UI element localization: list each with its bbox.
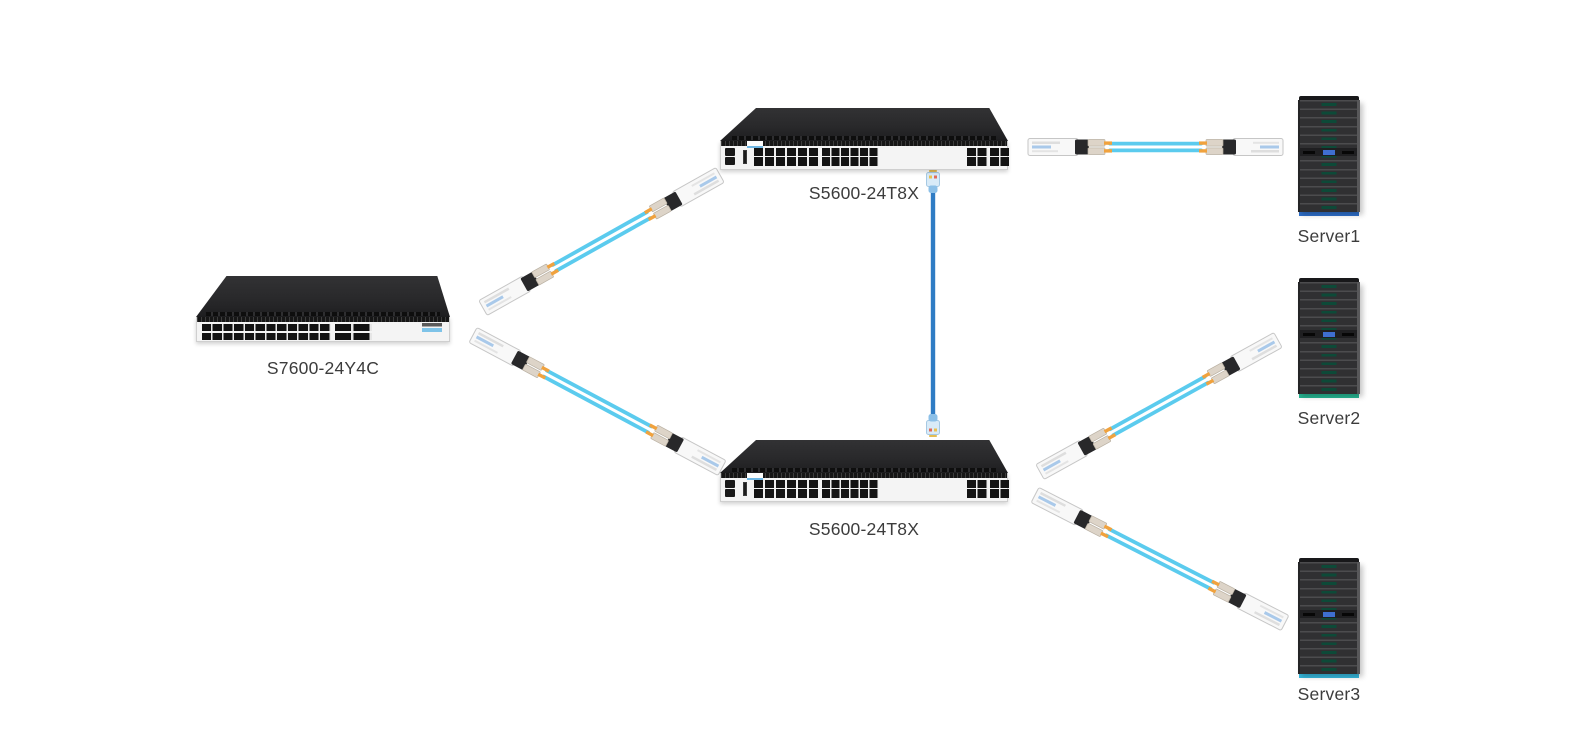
sfp-transceiver	[1027, 138, 1112, 156]
port-row	[990, 147, 1009, 156]
server-chassis	[1298, 282, 1360, 394]
port-row	[202, 332, 331, 340]
usb-port	[743, 482, 747, 496]
drive-bay-leds	[1321, 562, 1336, 674]
server-screen	[1322, 611, 1335, 617]
port-row	[822, 479, 879, 488]
port-row	[967, 489, 988, 498]
node-label-server1: Server1	[1297, 226, 1361, 246]
vent-grille	[721, 141, 1007, 146]
link-s5600a-server1	[1027, 138, 1284, 156]
rj45-port-block-2	[822, 479, 879, 499]
server-base-accent	[1299, 212, 1359, 216]
server-top	[1299, 96, 1359, 100]
sfp-transceiver	[1199, 138, 1284, 156]
management-ports	[725, 148, 751, 167]
port-row	[967, 479, 988, 488]
node-server3: Server3	[1298, 558, 1360, 704]
switch-front-panel	[720, 473, 1009, 502]
server-screen	[1322, 149, 1335, 155]
sfp-transceiver	[1207, 579, 1289, 631]
node-s5600-top: S5600-24T8X	[720, 108, 1009, 203]
management-ports	[725, 480, 751, 499]
sfp-port-block-2	[990, 147, 1009, 167]
server-display-row	[1300, 148, 1357, 156]
port-row	[967, 147, 988, 156]
mgmt-port	[725, 157, 735, 165]
sfp28-port-block	[202, 324, 331, 341]
rj45-port-block-1	[754, 479, 820, 499]
drive-bay-leds	[1321, 100, 1336, 212]
node-label-s5600-top: S5600-24T8X	[808, 183, 920, 203]
usb-port	[743, 150, 747, 164]
sfp-port-block-1	[967, 147, 988, 167]
brand-mark	[422, 323, 442, 332]
rj45-port-block-2	[822, 147, 879, 167]
port-row	[202, 324, 331, 331]
node-label-s7600: S7600-24Y4C	[266, 358, 380, 378]
server-top	[1299, 558, 1359, 562]
port-row	[822, 147, 879, 156]
chassis-vent	[731, 136, 997, 140]
qsfp28-port-block	[335, 324, 372, 341]
link-s7600-s5600b	[469, 327, 726, 476]
vent-grille	[721, 473, 1007, 478]
sfp-port-block-1	[967, 479, 988, 499]
port-row	[822, 489, 879, 498]
server-chassis	[1298, 562, 1360, 674]
link-s5600b-server2	[1036, 332, 1282, 480]
port-row	[990, 479, 1009, 488]
switch-chassis-top	[720, 108, 1008, 141]
console-port	[725, 480, 735, 488]
port-row	[822, 157, 879, 166]
sfp-transceiver	[645, 423, 726, 476]
switch-chassis-top	[196, 276, 450, 317]
brand-mark	[747, 473, 763, 480]
port-row	[990, 157, 1009, 166]
node-s7600: S7600-24Y4C	[196, 276, 450, 378]
console-port	[725, 148, 735, 156]
rj45-plug	[926, 414, 940, 437]
link-s5600b-server3	[1031, 487, 1289, 631]
port-row	[754, 489, 820, 498]
rj45-port-block-1	[754, 147, 820, 167]
switch-chassis-top	[720, 440, 1008, 473]
node-label-server3: Server3	[1297, 684, 1361, 704]
server-top	[1299, 278, 1359, 282]
sfp-port-block-2	[990, 479, 1009, 499]
node-server1: Server1	[1298, 96, 1360, 246]
port-row	[335, 324, 372, 331]
node-label-server2: Server2	[1297, 408, 1361, 428]
switch-front-panel	[196, 317, 450, 342]
link-s5600a-s5600b	[926, 170, 940, 437]
node-label-s5600-bottom: S5600-24T8X	[808, 519, 920, 539]
switch-front-panel	[720, 141, 1009, 170]
server-chassis	[1298, 100, 1360, 212]
sfp-transceiver	[1036, 426, 1117, 480]
chassis-vent	[206, 312, 440, 316]
server-display-row	[1300, 610, 1357, 618]
port-row	[754, 147, 820, 156]
chassis-vent	[731, 468, 997, 472]
port-row	[967, 157, 988, 166]
sfp-transceiver	[1201, 332, 1282, 386]
sfp-transceiver	[479, 262, 559, 316]
server-base-accent	[1299, 394, 1359, 398]
server-display-row	[1300, 330, 1357, 338]
server-base-accent	[1299, 674, 1359, 678]
drive-bay-leds	[1321, 282, 1336, 394]
server-screen	[1322, 331, 1335, 337]
port-row	[990, 489, 1009, 498]
port-row	[754, 157, 820, 166]
node-server2: Server2	[1298, 278, 1360, 428]
vent-grille	[197, 317, 449, 322]
mgmt-port	[725, 489, 735, 497]
port-row	[754, 479, 820, 488]
port-row	[335, 332, 372, 340]
brand-mark	[747, 141, 763, 148]
node-s5600-bottom: S5600-24T8X	[720, 440, 1009, 539]
